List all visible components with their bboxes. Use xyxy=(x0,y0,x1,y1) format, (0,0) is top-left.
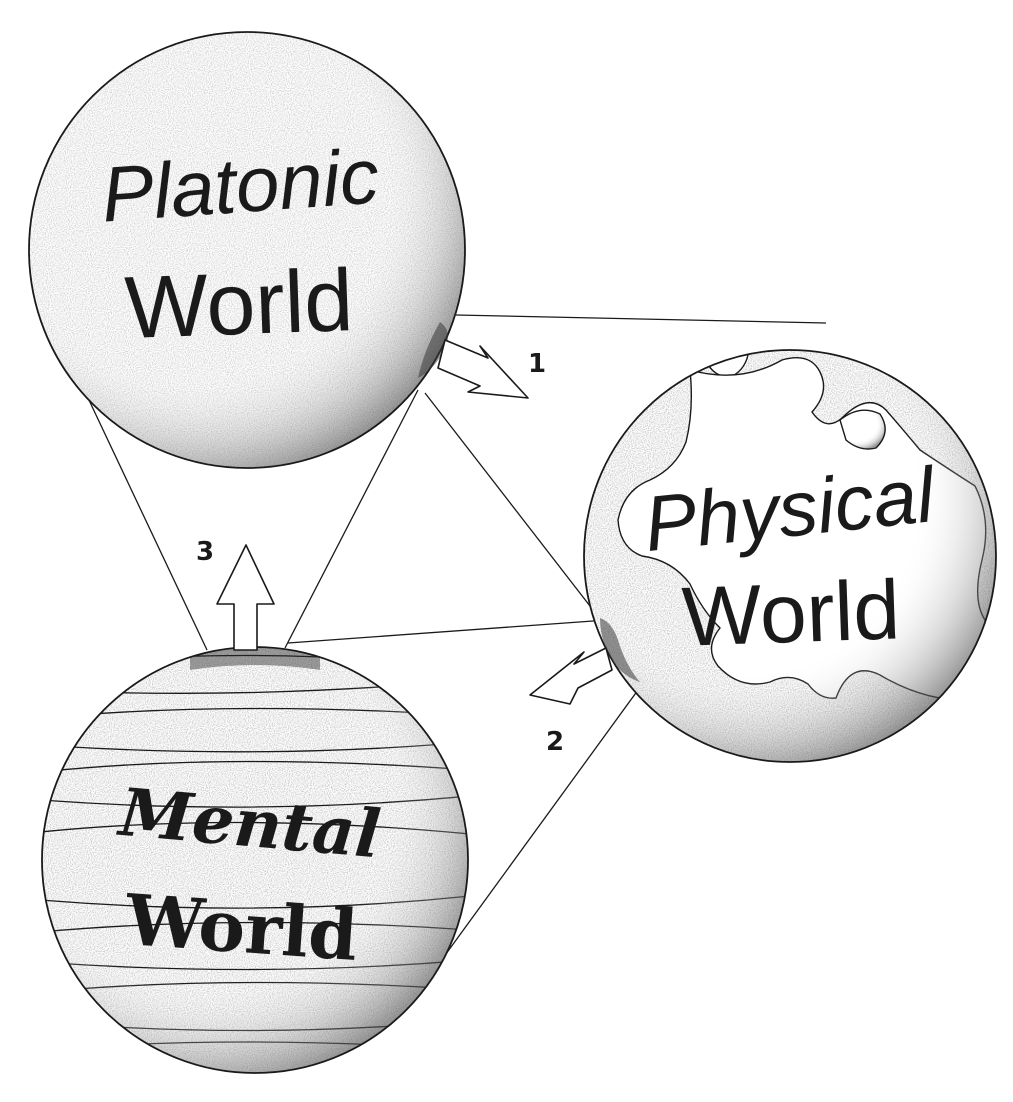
cone-line-physical-mental-bottom xyxy=(442,689,639,959)
arrow-1-label: 1 xyxy=(528,349,546,379)
arrow-3 xyxy=(216,544,275,651)
platonic-outlet-patch xyxy=(418,322,448,378)
arrow-2-label: 2 xyxy=(546,727,564,757)
connecting-lines xyxy=(87,314,827,959)
physical-world-sphere xyxy=(583,349,997,763)
physical-world-title-line2: World xyxy=(680,562,901,664)
arrow-3-shape xyxy=(216,544,275,651)
platonic-world-title-line1: Platonic xyxy=(99,131,382,238)
cone-line-platonic-mental-left xyxy=(87,397,208,651)
cone-line-platonic-physical-top xyxy=(455,314,827,324)
arrow-1-shape xyxy=(437,339,529,399)
arrow-3-label: 3 xyxy=(196,537,214,567)
mental-world-sphere xyxy=(41,646,469,1074)
cone-line-physical-mental-top xyxy=(287,619,608,644)
arrow-2-shape xyxy=(529,647,613,705)
platonic-world-title-line2: World xyxy=(123,250,355,357)
physical-outlet-patch xyxy=(600,618,640,682)
cone-line-platonic-mental-right xyxy=(284,389,419,649)
arrow-1 xyxy=(437,339,529,399)
platonic-world-sphere xyxy=(28,31,466,469)
mental-world-title-line2: World xyxy=(122,878,360,977)
arrow-2 xyxy=(529,647,613,705)
cone-line-platonic-physical-bottom xyxy=(424,392,608,629)
